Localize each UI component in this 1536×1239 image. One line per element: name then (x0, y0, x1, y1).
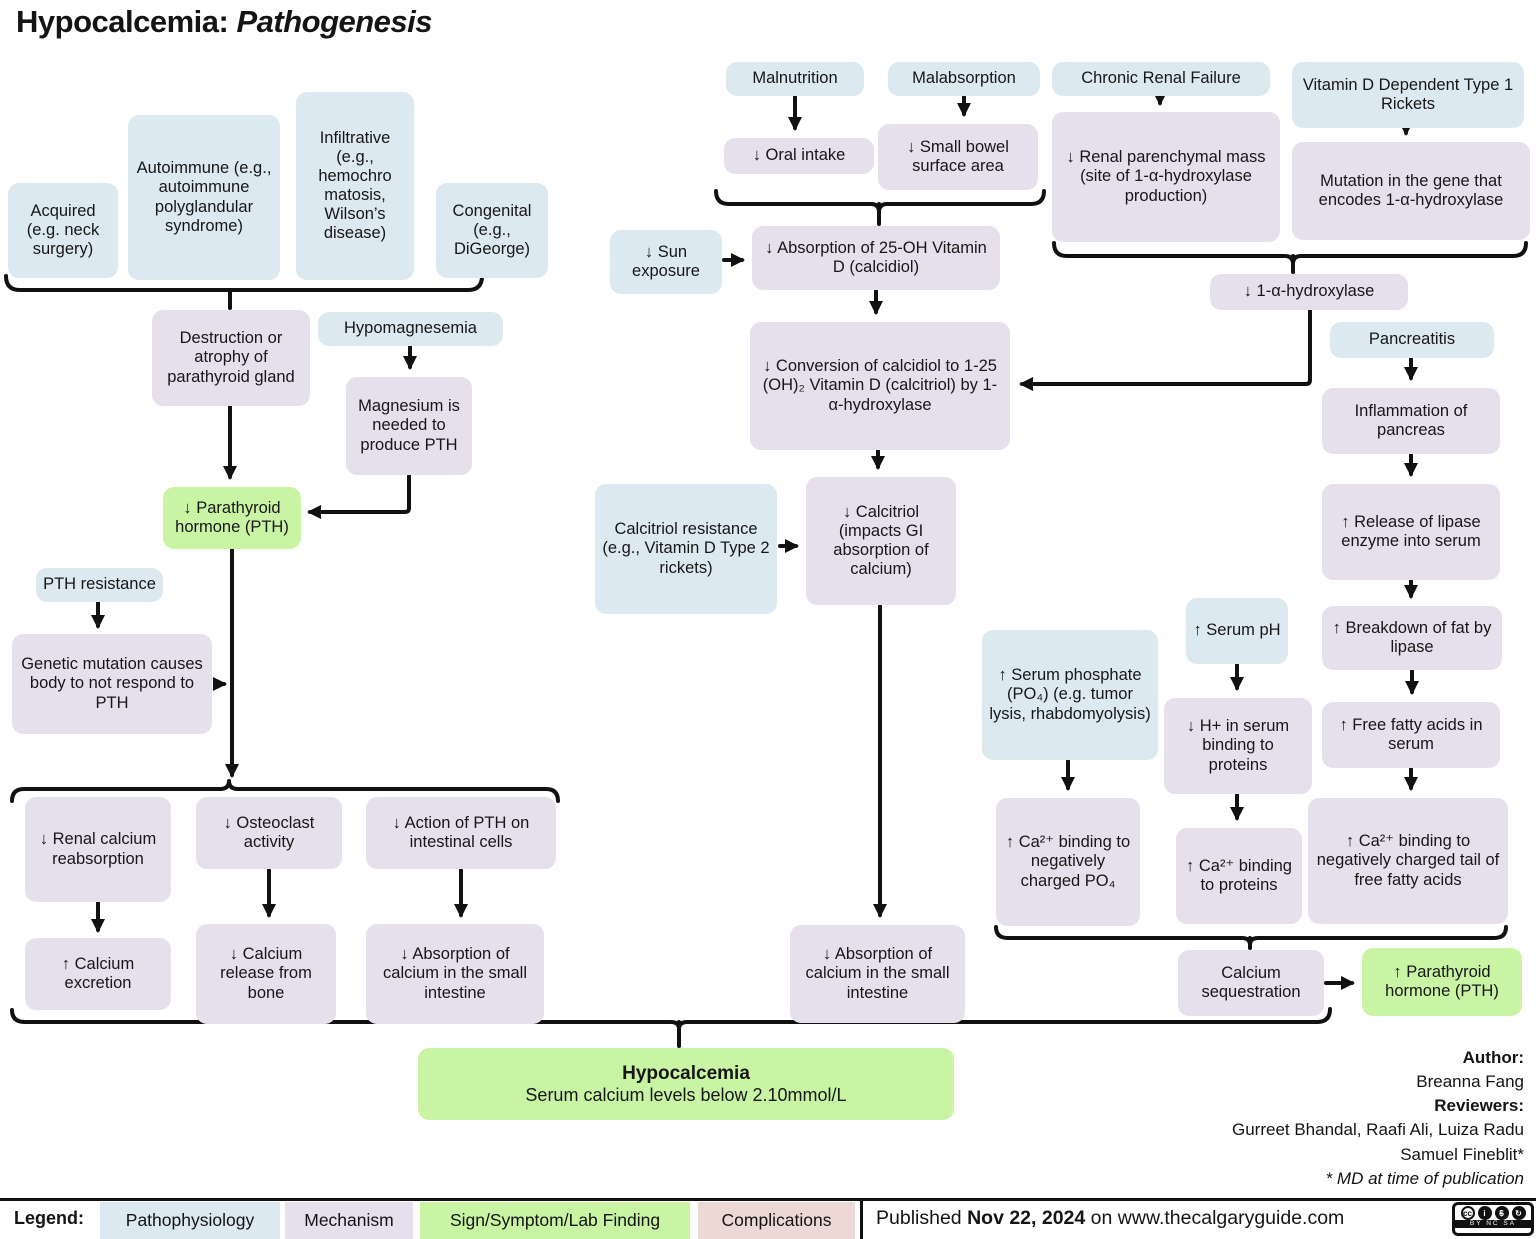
cc-labels: BY NC SA (1455, 1220, 1531, 1229)
node-serum-phosphate: ↑ Serum phosphate (PO₄) (e.g. tumor lysi… (982, 630, 1158, 760)
node-osteoclast: ↓ Osteoclast activity (196, 797, 342, 869)
page-title-main: Hypocalcemia: (16, 4, 229, 39)
credits-block: Author: Breanna Fang Reviewers: Gurreet … (1232, 1046, 1524, 1191)
legend-label: Legend: (14, 1208, 84, 1228)
reviewers-label: Reviewers: (1434, 1096, 1524, 1116)
reviewers-line2: Samuel Fineblit* (1400, 1144, 1524, 1164)
node-pancreatitis: Pancreatitis (1330, 322, 1494, 358)
node-release-lipase: ↑ Release of lipase enzyme into serum (1322, 484, 1500, 580)
node-inflammation: Inflammation of pancreas (1322, 388, 1500, 454)
legend-item-sign-symptom: Sign/Symptom/Lab Finding (420, 1202, 690, 1239)
node-conversion: ↓ Conversion of calcidiol to 1-25 (OH)₂ … (750, 322, 1010, 450)
page-title: Hypocalcemia: Pathogenesis (16, 4, 433, 40)
node-congenital: Congenital (e.g., DiGeorge) (436, 183, 548, 278)
node-mutation-gene: Mutation in the gene that encodes 1-α-hy… (1292, 142, 1530, 240)
md-note: * MD at time of publication (1325, 1168, 1524, 1188)
node-breakdown-fat: ↑ Breakdown of fat by lipase (1322, 606, 1502, 670)
hypocalcemia-title: Hypocalcemia (622, 1062, 750, 1084)
cc-sa-icon: ↻ (1511, 1206, 1526, 1220)
node-calcium-release: ↓ Calcium release from bone (196, 924, 336, 1024)
published-line: Published Nov 22, 2024 on www.thecalgary… (876, 1207, 1344, 1230)
hypocalcemia-subtitle: Serum calcium levels below 2.10mmol/L (525, 1084, 847, 1105)
node-vitd-rickets: Vitamin D Dependent Type 1 Rickets (1292, 62, 1524, 128)
node-absorption-25oh: ↓ Absorption of 25-OH Vitamin D (calcidi… (752, 226, 1000, 290)
author-label: Author: (1462, 1048, 1524, 1067)
author-name: Breanna Fang (1416, 1072, 1524, 1092)
node-free-fatty: ↑ Free fatty acids in serum (1322, 702, 1500, 768)
node-absorption-si-mid: ↓ Absorption of calcium in the small int… (790, 925, 965, 1023)
node-renal-calcium: ↓ Renal calcium reabsorption (25, 797, 171, 902)
cc-icons-row: cc i $ ↻ (1460, 1206, 1526, 1220)
node-calcitriol-impacts: ↓ Calcitriol (impacts GI absorption of c… (806, 477, 956, 605)
page-title-styled: Pathogenesis (236, 4, 433, 39)
node-chronic-renal-failure: Chronic Renal Failure (1052, 62, 1270, 96)
node-h-serum: ↓ H+ in serum binding to proteins (1164, 698, 1312, 794)
node-pth-resistance: PTH resistance (36, 568, 163, 602)
node-absorption-si-left: ↓ Absorption of calcium in the small int… (366, 924, 544, 1024)
cc-by-icon: i (1477, 1206, 1492, 1220)
node-calcium-sequestration: Calcium sequestration (1178, 950, 1324, 1016)
node-calcitriol-resistance: Calcitriol resistance (e.g., Vitamin D T… (595, 484, 777, 614)
cc-nc-icon: $ (1494, 1206, 1509, 1220)
node-ca-po4: ↑ Ca²⁺ binding to negatively charged PO₄ (996, 798, 1140, 926)
reviewers-line1: Gurreet Bhandal, Raafi Ali, Luiza Radu (1231, 1120, 1524, 1140)
published-prefix: Published (876, 1207, 968, 1229)
node-calcium-excretion: ↑ Calcium excretion (25, 938, 171, 1010)
node-alpha-hydroxylase: ↓ 1-α-hydroxylase (1210, 274, 1408, 310)
node-magnesium: Magnesium is needed to produce PTH (346, 377, 472, 475)
node-infiltrative: Infiltrative (e.g., hemochro matosis, Wi… (296, 92, 414, 280)
node-pth-high: ↑ Parathyroid hormone (PTH) (1362, 948, 1522, 1016)
node-hypocalcemia: Hypocalcemia Serum calcium levels below … (418, 1048, 954, 1120)
cc-license-badge: cc i $ ↻ BY NC SA (1452, 1202, 1534, 1236)
node-malnutrition: Malnutrition (726, 62, 864, 96)
node-malabsorption: Malabsorption (888, 62, 1040, 96)
node-ca-proteins: ↑ Ca²⁺ binding to proteins (1176, 828, 1302, 924)
node-acquired: Acquired (e.g. neck surgery) (8, 183, 118, 278)
node-destruction: Destruction or atrophy of parathyroid gl… (152, 310, 310, 406)
legend-item-complications: Complications (698, 1202, 855, 1239)
cc-icon: cc (1460, 1206, 1475, 1220)
node-ca-ffa: ↑ Ca²⁺ binding to negatively charged tai… (1308, 798, 1508, 924)
node-serum-ph: ↑ Serum pH (1186, 598, 1288, 664)
legend-divider (860, 1201, 863, 1239)
node-hypomagnesemia: Hypomagnesemia (318, 312, 503, 346)
published-date: Nov 22, 2024 (967, 1207, 1086, 1229)
legend-item-pathophysiology: Pathophysiology (100, 1202, 280, 1239)
node-pth-low: ↓ Parathyroid hormone (PTH) (163, 487, 301, 549)
node-small-bowel: ↓ Small bowel surface area (878, 124, 1038, 190)
node-action-pth: ↓ Action of PTH on intestinal cells (366, 797, 556, 869)
legend-item-mechanism: Mechanism (285, 1202, 413, 1239)
node-autoimmune: Autoimmune (e.g., autoimmune polyglandul… (128, 115, 280, 280)
node-oral-intake: ↓ Oral intake (724, 138, 874, 174)
node-sun-exposure: ↓ Sun exposure (610, 230, 722, 294)
published-suffix: on www.thecalgaryguide.com (1085, 1207, 1345, 1229)
node-genetic-mutation: Genetic mutation causes body to not resp… (12, 634, 212, 734)
node-renal-parenchymal: ↓ Renal parenchymal mass (site of 1-α-hy… (1052, 112, 1280, 242)
